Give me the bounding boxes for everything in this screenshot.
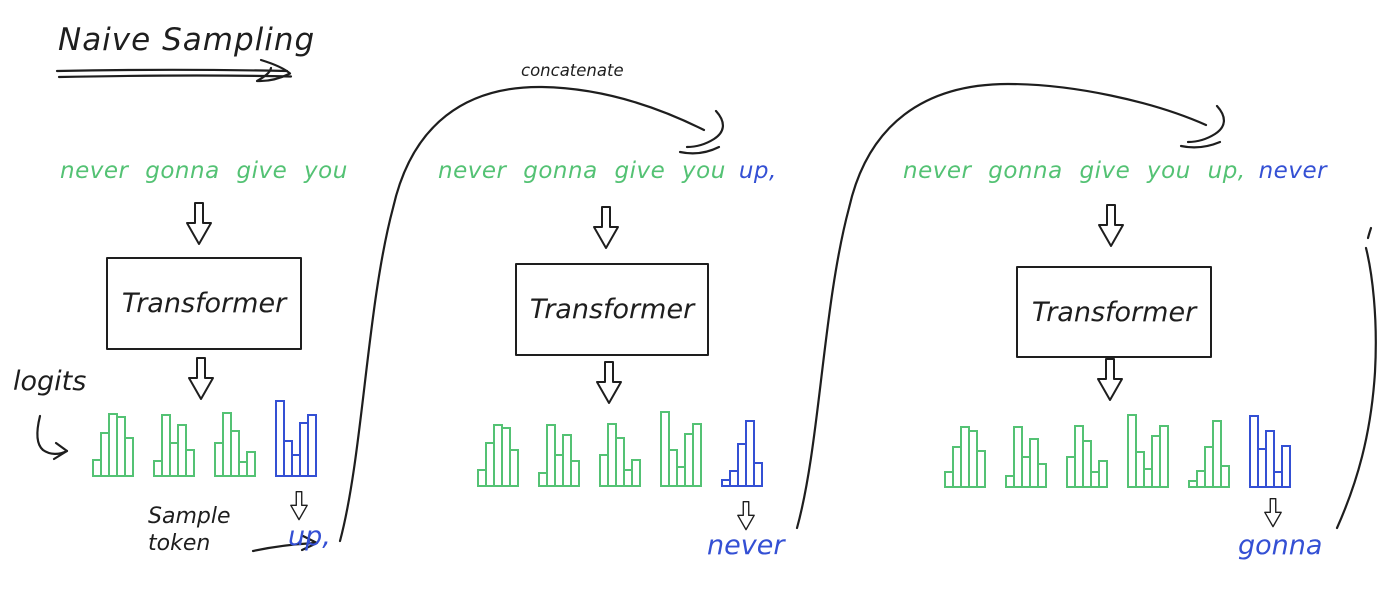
concatenate-curve-1-arrowhead <box>685 109 724 149</box>
sampled-token-1: up, <box>288 521 331 552</box>
histogram-bar <box>1082 440 1092 488</box>
title-underline-1 <box>55 68 289 73</box>
input-sentence-3-new-token: never <box>1258 158 1328 184</box>
histogram-sampled <box>1249 415 1291 488</box>
histogram <box>538 424 580 487</box>
transformer-label-3: Transformer <box>1031 296 1197 328</box>
logits-hook-arrowhead <box>52 441 69 461</box>
histogram-sampled <box>721 420 763 487</box>
histogram-bar <box>509 449 519 487</box>
logits-label: logits <box>13 366 87 397</box>
input-sentence-1: never gonna give you <box>60 158 348 184</box>
transformer-label-2: Transformer <box>529 294 695 325</box>
concatenate-label: concatenate <box>521 61 624 80</box>
down-arrow-icon <box>593 206 619 249</box>
histogram-bar <box>1265 430 1275 488</box>
input-sentence-3: never gonna give you up, never <box>903 158 1327 184</box>
histogram <box>1066 425 1108 488</box>
histogram-bar <box>1220 465 1230 488</box>
histogram <box>1188 420 1230 488</box>
concatenate-curve-3-partial <box>1335 246 1377 530</box>
transformer-label-1: Transformer <box>121 288 287 319</box>
sample-token-label: Sample token <box>148 503 231 557</box>
small-down-arrow-icon <box>1264 498 1282 528</box>
title-underline-2 <box>57 74 293 79</box>
histogram-bar <box>570 460 580 487</box>
histogram-bar <box>1159 425 1169 488</box>
histogram-bar <box>1281 445 1291 488</box>
histogram-bar <box>124 437 134 477</box>
logits-histograms-1 <box>92 400 317 477</box>
page-title: Naive Sampling <box>58 22 316 58</box>
input-sentence-1-context: never gonna give you <box>60 158 348 184</box>
logits-histograms-3 <box>944 414 1291 488</box>
down-arrow-icon <box>188 357 214 400</box>
histogram-bar <box>230 430 240 477</box>
input-sentence-3-context: never gonna give you up, <box>903 158 1246 184</box>
histogram <box>599 423 641 487</box>
concatenate-curve-2-arrowhead <box>1186 104 1225 144</box>
histogram-bar <box>307 414 317 477</box>
small-down-arrow-icon <box>737 501 755 531</box>
histogram-sampled <box>275 400 317 477</box>
down-arrow-icon <box>186 202 212 245</box>
histogram <box>153 414 195 477</box>
histogram <box>477 424 519 487</box>
concatenate-curve-3-tick <box>1366 226 1373 240</box>
down-arrow-icon <box>1097 358 1123 401</box>
transformer-box-3: Transformer <box>1016 266 1212 358</box>
sample-token-label-line1: Sample <box>148 504 231 529</box>
histogram-bar <box>745 420 755 487</box>
histogram-bar <box>1037 463 1047 488</box>
histogram-bar <box>753 462 763 487</box>
histogram <box>1127 414 1169 488</box>
input-sentence-2-new-token: up, <box>738 158 777 184</box>
histogram <box>92 413 134 477</box>
sampled-token-3: gonna <box>1238 530 1323 561</box>
histogram-bar <box>692 423 702 487</box>
histogram-bar <box>275 400 285 477</box>
histogram-bar <box>631 459 641 487</box>
sample-token-label-line2: token <box>148 531 211 556</box>
concatenate-curve-2-swoosh <box>1179 140 1222 149</box>
down-arrow-icon <box>596 361 622 404</box>
histogram <box>660 411 702 487</box>
title-underline-flourish <box>255 58 292 83</box>
small-down-arrow-icon <box>290 491 308 521</box>
input-sentence-2-context: never gonna give you <box>438 158 726 184</box>
histogram-bar <box>246 451 256 477</box>
histogram <box>1005 426 1047 488</box>
histogram-bar <box>615 437 625 487</box>
transformer-box-2: Transformer <box>515 263 709 356</box>
logits-histograms-2 <box>477 411 763 487</box>
concatenate-curve-1-swoosh <box>678 145 721 155</box>
histogram-bar <box>976 450 986 488</box>
transformer-box-1: Transformer <box>106 257 302 350</box>
input-sentence-2: never gonna give you up, <box>438 158 777 184</box>
histogram-bar <box>1098 460 1108 488</box>
histogram <box>944 426 986 488</box>
histogram-bar <box>185 449 195 477</box>
sampled-token-2: never <box>707 530 785 561</box>
down-arrow-icon <box>1098 204 1124 247</box>
histogram <box>214 412 256 477</box>
histogram-bar <box>1212 420 1222 488</box>
logits-hook-arrow <box>36 414 69 455</box>
